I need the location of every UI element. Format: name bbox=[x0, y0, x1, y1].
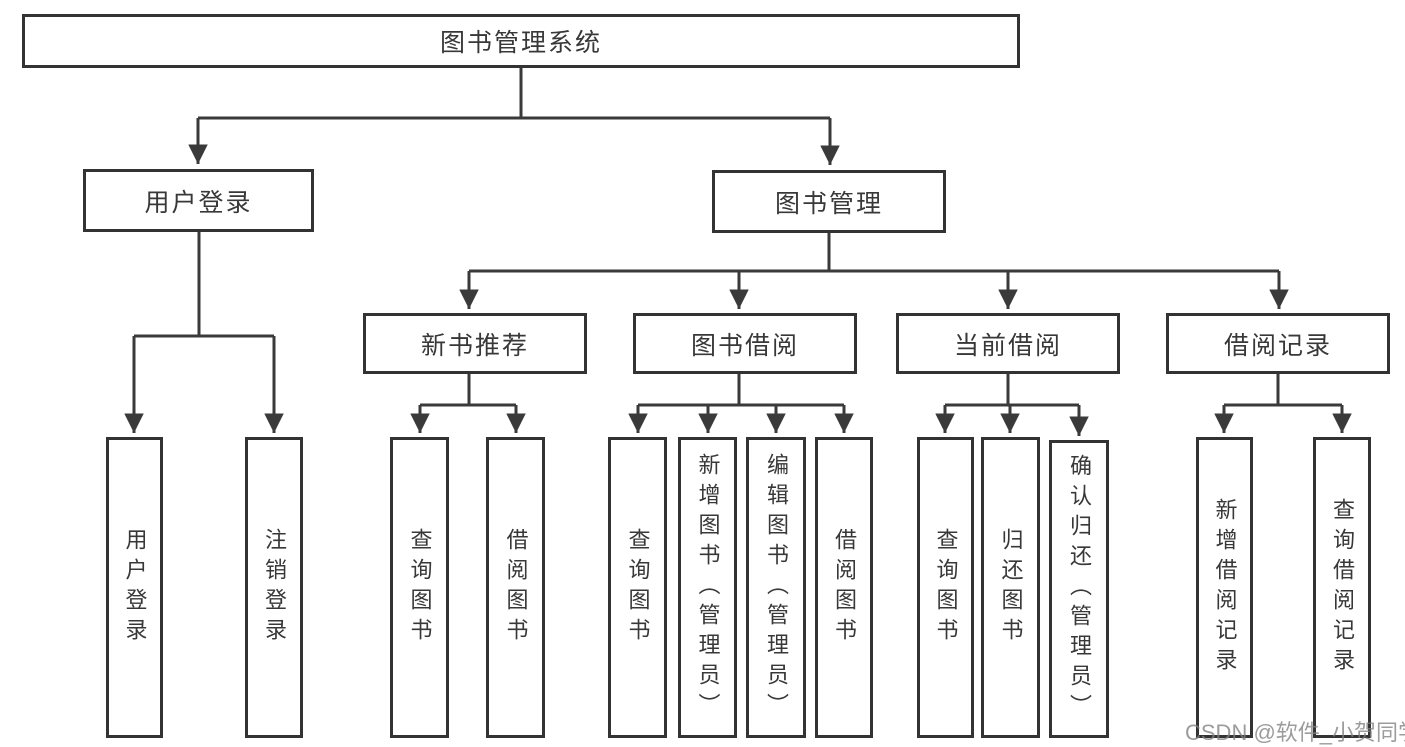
node-book-borrow-label: 图书借阅 bbox=[690, 331, 799, 360]
leaf-user-login: 用户登录 bbox=[106, 437, 163, 738]
node-book-mgmt: 图书管理 bbox=[712, 170, 946, 233]
leaf-borrow-borrow-book: 借阅图书 bbox=[815, 437, 873, 738]
leaf-records-query-record-label: 查询借阅记录 bbox=[1330, 497, 1355, 678]
leaf-recommend-query-book-label: 查询图书 bbox=[407, 527, 433, 648]
leaf-recommend-query-book: 查询图书 bbox=[390, 437, 449, 738]
node-book-mgmt-label: 图书管理 bbox=[774, 189, 883, 218]
edge-root-rail bbox=[198, 67, 830, 120]
leaf-borrow-borrow-book-label: 借阅图书 bbox=[832, 527, 857, 648]
node-root-system-label: 图书管理系统 bbox=[439, 29, 602, 57]
node-book-borrow: 图书借阅 bbox=[633, 313, 857, 374]
node-new-book-recommend: 新书推荐 bbox=[363, 313, 587, 374]
csdn-watermark: CSDN @软件_小贺同学 bbox=[1185, 720, 1405, 745]
leaf-borrow-query-book: 查询图书 bbox=[608, 437, 667, 738]
node-user-login-label: 用户登录 bbox=[144, 188, 253, 217]
edge-current-rail bbox=[945, 374, 1079, 407]
leaf-records-add-record: 新增借阅记录 bbox=[1196, 437, 1253, 738]
leaf-current-query-book-label: 查询图书 bbox=[933, 527, 959, 648]
node-borrow-records-label: 借阅记录 bbox=[1223, 331, 1332, 360]
edge-borrow-rail bbox=[638, 374, 844, 407]
edge-recommend-rail bbox=[420, 374, 516, 407]
edge-user-rail bbox=[134, 232, 274, 338]
leaf-user-login-label: 用户登录 bbox=[122, 527, 148, 648]
node-current-borrow: 当前借阅 bbox=[896, 313, 1120, 374]
leaf-borrow-add-book-admin-label: 新增图书（管理员） bbox=[695, 452, 721, 723]
leaf-current-return-book: 归还图书 bbox=[981, 437, 1040, 738]
leaf-logout: 注销登录 bbox=[245, 437, 303, 738]
node-current-borrow-label: 当前借阅 bbox=[953, 331, 1062, 360]
leaf-recommend-borrow-book-label: 借阅图书 bbox=[503, 527, 529, 648]
leaf-borrow-add-book-admin: 新增图书（管理员） bbox=[678, 437, 737, 738]
leaf-borrow-edit-book-admin-label: 编辑图书（管理员） bbox=[764, 452, 789, 723]
leaf-borrow-query-book-label: 查询图书 bbox=[625, 527, 651, 648]
leaf-logout-label: 注销登录 bbox=[262, 527, 287, 648]
node-root-system: 图书管理系统 bbox=[22, 14, 1020, 68]
leaf-current-confirm-return-admin-label: 确认归还（管理员） bbox=[1067, 454, 1092, 724]
node-borrow-records: 借阅记录 bbox=[1166, 313, 1390, 374]
leaf-records-add-record-label: 新增借阅记录 bbox=[1212, 497, 1238, 678]
leaf-records-query-record: 查询借阅记录 bbox=[1313, 437, 1371, 738]
leaf-current-query-book: 查询图书 bbox=[917, 437, 974, 738]
leaf-current-return-book-label: 归还图书 bbox=[998, 527, 1024, 648]
node-new-book-recommend-label: 新书推荐 bbox=[420, 331, 529, 360]
edge-records-rail bbox=[1224, 374, 1342, 407]
node-user-login: 用户登录 bbox=[83, 169, 314, 232]
leaf-current-confirm-return-admin: 确认归还（管理员） bbox=[1049, 440, 1109, 738]
edge-mgmt-rail bbox=[469, 233, 1279, 273]
leaf-borrow-edit-book-admin: 编辑图书（管理员） bbox=[746, 437, 806, 738]
leaf-recommend-borrow-book: 借阅图书 bbox=[486, 437, 545, 738]
